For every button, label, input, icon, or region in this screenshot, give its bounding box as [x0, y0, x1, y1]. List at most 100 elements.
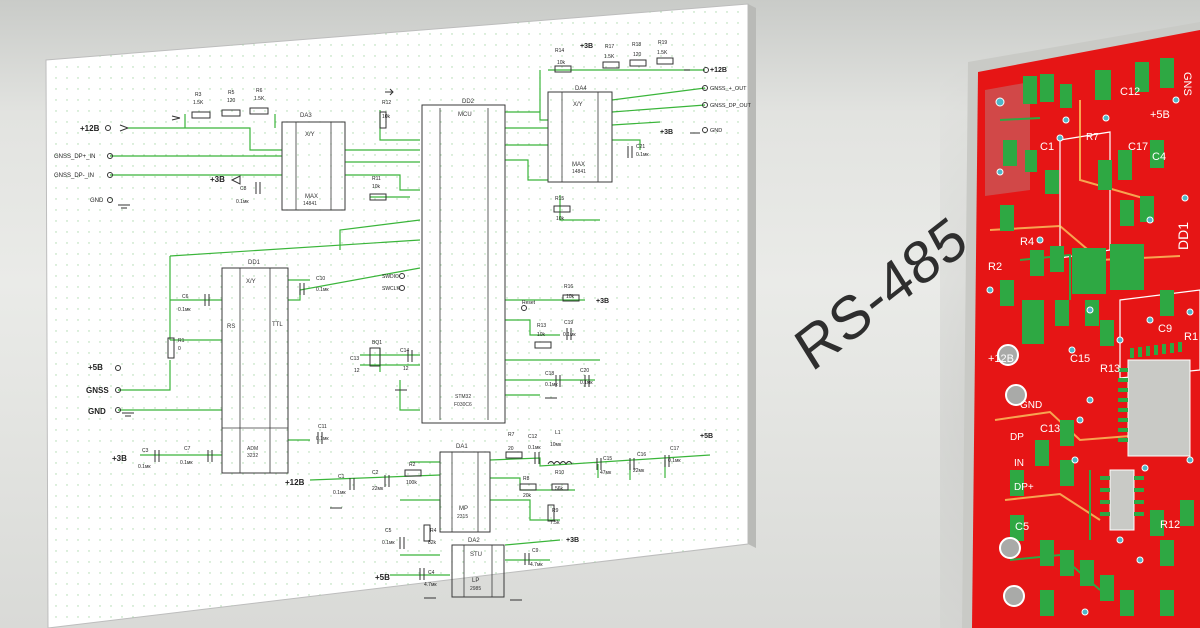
c15-ref: C15 [603, 456, 612, 462]
c4-ref: C4 [428, 570, 435, 576]
pcb-soic [1100, 469, 1144, 531]
port-terminals [105, 67, 709, 413]
pcb-r1: R1 [1184, 331, 1198, 343]
r2-val: 100k [406, 480, 417, 486]
c18-ref: C18 [545, 371, 554, 377]
dd1-fn: X/Y [246, 279, 256, 285]
r12-val: 10k [382, 114, 391, 120]
pcb-r4: R4 [1020, 236, 1034, 248]
dd1-pin-l: RS [227, 324, 235, 330]
l1-ref: L1 [555, 430, 561, 436]
r19-ref: R19 [658, 40, 667, 46]
c12-ref: C12 [528, 434, 537, 440]
c1-ref: C1 [338, 474, 345, 480]
port-r-p5: +5B [700, 433, 713, 440]
port-p3b: +3B [112, 454, 127, 463]
c11-ref: C11 [318, 424, 327, 430]
r13-ref: R13 [537, 323, 546, 329]
r18-ref: R18 [632, 42, 641, 48]
pcb-c15: C15 [1070, 353, 1090, 365]
c17-ref: C17 [670, 446, 679, 452]
c8-ref: C8 [240, 186, 247, 192]
r11-ref: R11 [372, 176, 381, 182]
port-r-dm-out: GNSS_DP_OUT [710, 103, 752, 109]
r6-val: 1.5K [254, 96, 265, 102]
pcb-vias [986, 96, 1194, 616]
pcb-c9: C9 [1158, 323, 1172, 335]
port-r-p3: +3B [580, 43, 593, 50]
port-p5b: +5B [375, 573, 390, 582]
title-wrap: RS-485 [780, 180, 978, 383]
port-r-p3d: +3B [596, 298, 609, 305]
r8-ref: R8 [523, 476, 530, 482]
c6-ref: C6 [182, 294, 189, 300]
pcb-c12: C12 [1120, 86, 1140, 98]
r3-ref: R3 [195, 92, 202, 98]
schematic-sheet [45, 3, 756, 628]
pcb-silk: C12 C4 R7 C17 C1 R4 R2 +5B +12B GND C15 … [988, 72, 1198, 533]
r19-val: 1.5K [657, 50, 668, 56]
pcb-gnd: GND [1020, 400, 1042, 411]
dd1-pin-r: TTL [272, 322, 283, 328]
chip-dd1: DD1 X/Y RS TTL ADM 3232 [221, 260, 289, 474]
swdio-label: SWDIO [382, 274, 399, 280]
chip-da1: DA1 MP 2315 [439, 444, 491, 533]
da4-part: MAX [572, 162, 585, 168]
pcb-gns: GNS [1181, 72, 1193, 96]
c5-ref: C5 [385, 528, 392, 534]
c15-val: 47мк [600, 470, 612, 476]
pcb-c13: C13 [1040, 423, 1060, 435]
swclk-label: SWCLK [382, 286, 400, 292]
r1-ref: R1 [178, 338, 185, 344]
pcb-c17: C17 [1128, 141, 1148, 153]
r5-val: 120 [227, 98, 236, 104]
port-gnss: GNSS [86, 386, 109, 395]
c16-val: 22мк [633, 468, 645, 474]
r1-val: 0 [178, 346, 181, 352]
c2-val: 22мк [372, 486, 384, 492]
r17-val: 1.5K [604, 54, 615, 60]
r16-val: 10k [566, 294, 575, 300]
c11-val: 0.1мк [316, 436, 329, 442]
r17-ref: R17 [605, 44, 614, 50]
ground-symbols [118, 132, 700, 601]
pcb-r12: R12 [1160, 519, 1180, 531]
pcb-c5: C5 [1015, 521, 1029, 533]
r9-val: 7.5k [550, 520, 560, 526]
da2-part: LP [472, 578, 479, 584]
c7-ref: C7 [184, 446, 191, 452]
pcb-dd1: DD1 [1175, 222, 1191, 250]
da3-num: 14841 [303, 201, 317, 207]
port-gnd1: GND [90, 198, 104, 204]
port-p12b: +12B [285, 478, 305, 487]
port-dm-in: GNSS_DP-_IN [54, 173, 94, 179]
da2-num: 2985 [470, 586, 481, 592]
pcb-holes [997, 344, 1027, 607]
port-gnd2: GND [88, 407, 106, 416]
c16-ref: C16 [637, 452, 646, 458]
bq1-label: BQ1 [372, 340, 382, 346]
r14-val: 10k [557, 60, 566, 66]
c19-ref: C19 [564, 320, 573, 326]
da2-fn: STU [470, 552, 482, 558]
chip-dd2: DD2 MCU STM32 F030C6 [421, 99, 506, 424]
da1-part: MP [459, 506, 468, 512]
r18-val: 120 [633, 52, 642, 58]
port-r-dp-out: GNSS_+_OUT [710, 86, 747, 92]
c17-val: 0.1мк [668, 458, 681, 464]
c20-val: 0.1мк [580, 380, 593, 386]
schematic-labels: +12B GNSS_DP+_IN GNSS_DP-_IN GND +3B +5B… [54, 40, 752, 588]
r8-val: 20k [523, 493, 532, 499]
pcb-p12: +12B [988, 353, 1014, 365]
r4-val: 82k [428, 540, 437, 546]
r10-val: 56k [555, 486, 564, 492]
page-title: RS-485 [784, 203, 979, 384]
c10-val: 0.1мк [316, 287, 329, 293]
c12-val: 0.1мк [528, 445, 541, 451]
r6-ref: R6 [256, 88, 263, 94]
dd2-ref: DD2 [462, 99, 475, 105]
dd2-part: STM32 [455, 394, 471, 400]
reset-label: Reset [522, 300, 536, 306]
c21-ref: C21 [636, 144, 645, 150]
dd2-fn: MCU [458, 112, 472, 118]
